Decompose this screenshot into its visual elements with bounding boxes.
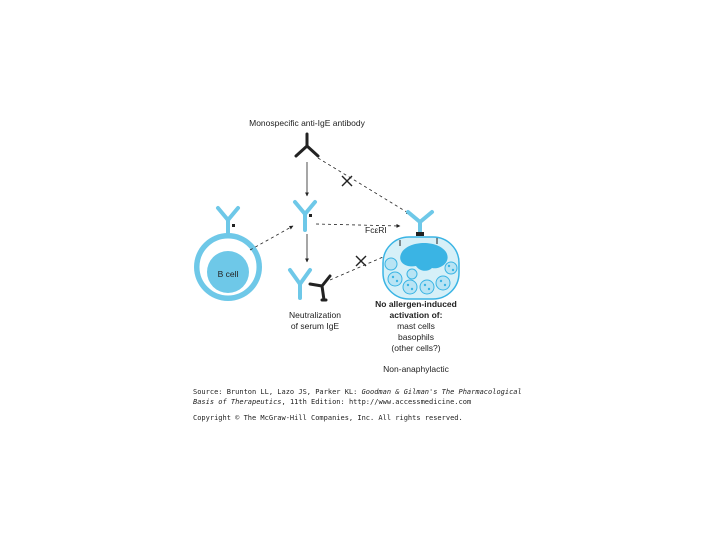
mast-cell-nucleus	[400, 243, 448, 271]
serum-ige-label: of serum IgE	[291, 321, 340, 331]
mast-cell	[382, 210, 460, 300]
result-line-5: (other cells?)	[391, 343, 440, 353]
b-cell-label: B cell	[218, 269, 239, 279]
ige-binding-mark	[309, 214, 312, 217]
caption-line-3: Copyright © The McGraw-Hill Companies, I…	[193, 414, 463, 422]
result-line-3: mast cells	[397, 321, 435, 331]
anti-ige-antibody-icon	[294, 132, 320, 158]
b-cell	[194, 233, 262, 301]
result-line-1: No allergen-induced	[375, 299, 457, 309]
caption-line-2: Basis of Therapeutics, 11th Edition: htt…	[193, 398, 471, 406]
blocked-arrow-top	[317, 157, 411, 215]
neutralization-label: Neutralization	[289, 310, 341, 320]
mast-cell-granules	[384, 257, 458, 295]
caption-line-1: Source: Brunton LL, Lazo JS, Parker KL: …	[193, 388, 522, 396]
title-label: Monospecific anti-IgE antibody	[249, 118, 366, 128]
fceri-receptor	[416, 232, 424, 236]
arrow-ige-to-receptor	[315, 223, 401, 228]
free-ige-icon	[293, 200, 317, 232]
receptor-label: FcεRI	[365, 225, 387, 235]
block-x-icon-bottom	[355, 255, 367, 267]
result-line-2: activation of:	[390, 310, 443, 320]
blocked-arrow-bottom	[329, 253, 391, 281]
arrow-bcell-to-ige	[249, 225, 294, 251]
block-x-icon-top	[341, 175, 353, 187]
outcome-label: Non-anaphylactic	[383, 364, 449, 374]
result-line-4: basophils	[398, 332, 434, 342]
b-cell-ige-receptor-icon	[216, 206, 240, 236]
neutralized-ige-complex-icon	[288, 268, 332, 302]
receptor-bound-ige-icon	[406, 210, 434, 236]
